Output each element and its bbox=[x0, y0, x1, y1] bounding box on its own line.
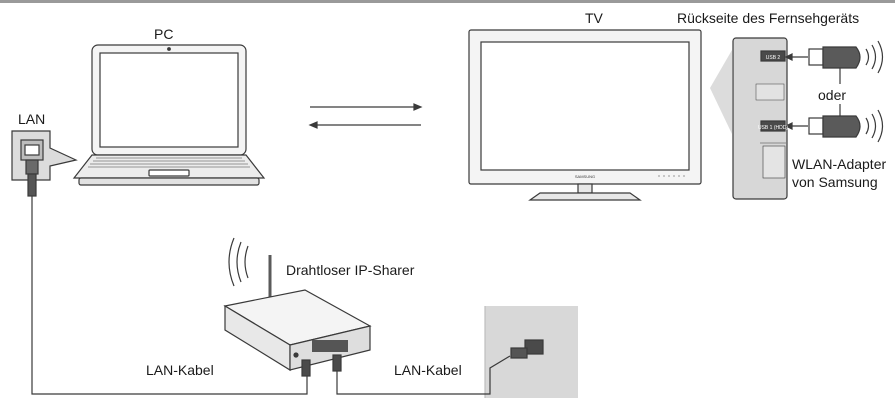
wireless-waves-icon bbox=[865, 40, 884, 143]
tv-back-label: Rückseite des Fernsehgeräts bbox=[677, 10, 860, 26]
usb1-port-label: USB 1 (HDD) bbox=[758, 125, 788, 131]
top-rule bbox=[0, 0, 895, 3]
lan-label: LAN bbox=[18, 111, 46, 127]
laptop-icon bbox=[72, 44, 266, 186]
wall-outlet-icon bbox=[484, 306, 578, 398]
tv-brand-label: SAMSUNG bbox=[575, 174, 595, 179]
data-exchange-arrows bbox=[308, 103, 423, 129]
router-wireless-waves-icon bbox=[228, 237, 249, 287]
usb-adapter-bottom bbox=[784, 115, 861, 138]
wlan-adapter-sublabel: von Samsung bbox=[792, 174, 878, 190]
usb-adapter-top bbox=[784, 46, 861, 69]
oder-label: oder bbox=[818, 87, 847, 103]
usb2-port-label: USB 2 bbox=[766, 55, 781, 61]
router-icon bbox=[223, 255, 372, 377]
tv-back-panel bbox=[710, 37, 788, 200]
pc-label: PC bbox=[154, 26, 174, 42]
lan-cable-left bbox=[31, 196, 308, 395]
router-label: Drahtloser IP-Sharer bbox=[286, 262, 415, 278]
lan-cable-right-label: LAN-Kabel bbox=[394, 362, 462, 378]
tv-label: TV bbox=[585, 10, 603, 26]
lan-cable-left-label: LAN-Kabel bbox=[146, 362, 214, 378]
lan-cable-right bbox=[336, 355, 511, 395]
tv-icon bbox=[468, 29, 702, 201]
wlan-adapter-label: WLAN-Adapter bbox=[792, 156, 887, 172]
lan-port-callout bbox=[11, 130, 78, 197]
laptop-keyboard bbox=[88, 157, 250, 168]
